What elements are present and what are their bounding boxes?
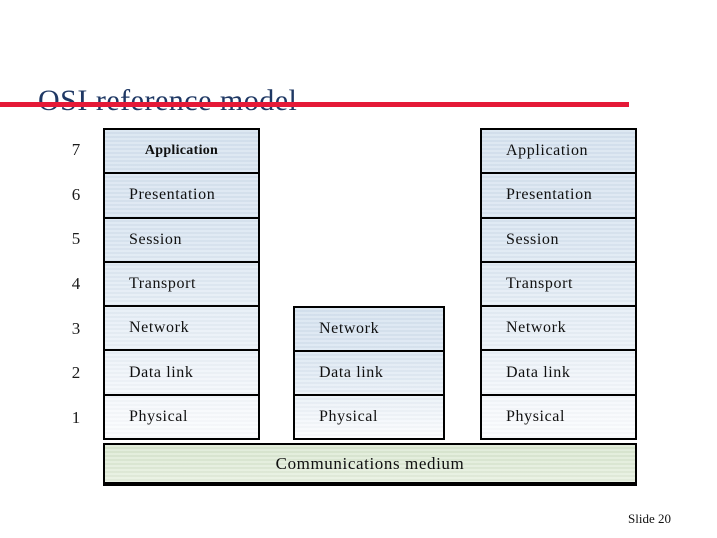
left-layer-session: Session (105, 216, 258, 261)
right-layer-physical: Physical (482, 393, 635, 438)
osi-layer-number-column: 7 6 5 4 3 2 1 (62, 128, 90, 440)
right-layer-presentation: Presentation (482, 172, 635, 216)
osi-stack-left-host: Application Presentation Session Transpo… (103, 128, 260, 440)
communications-medium-label: Communications medium (275, 453, 465, 473)
left-layer-network: Network (105, 305, 258, 349)
middle-layer-physical: Physical (295, 394, 443, 438)
layer-number-2: 2 (71, 363, 81, 383)
layer-number-6: 6 (71, 184, 81, 204)
right-layer-network: Network (482, 305, 635, 349)
left-layer-presentation: Presentation (105, 172, 258, 216)
title-underline-rule (0, 102, 629, 107)
osi-stack-right-host: Application Presentation Session Transpo… (480, 128, 637, 440)
right-layer-application: Application (506, 142, 589, 160)
left-layer-physical: Physical (105, 393, 258, 438)
left-layer-transport: Transport (105, 260, 258, 305)
layer-number-7: 7 (71, 140, 81, 160)
left-layer-datalink: Data link (105, 349, 258, 393)
osi-stack-middle-relay: Network Data link Physical (293, 306, 445, 440)
right-layer-transport: Transport (482, 260, 635, 305)
middle-layer-datalink: Data link (295, 350, 443, 394)
layer-number-4: 4 (71, 274, 81, 294)
right-layer-session: Session (482, 216, 635, 261)
middle-layer-network: Network (319, 320, 380, 337)
communications-medium-bar: Communications medium (103, 443, 637, 486)
page-title: OSI reference model (38, 84, 298, 118)
layer-number-1: 1 (71, 407, 81, 427)
left-layer-application: Application (144, 143, 219, 159)
right-layer-datalink: Data link (482, 349, 635, 393)
layer-number-3: 3 (71, 318, 81, 338)
layer-number-5: 5 (71, 229, 81, 249)
slide-number: Slide 20 (628, 511, 671, 526)
